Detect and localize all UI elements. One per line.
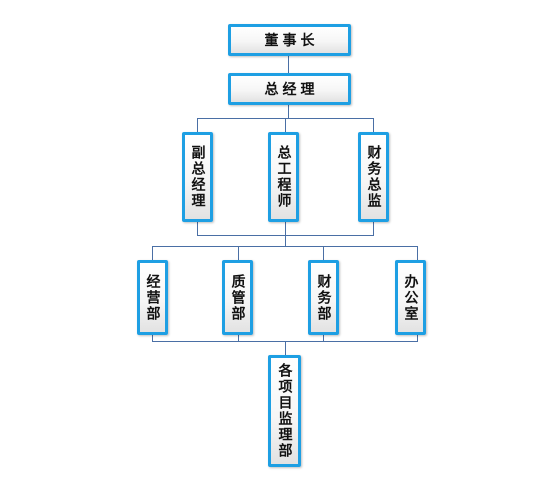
node-finance-dept-label: 财务部 — [315, 273, 332, 322]
connector-dept2-bottom — [238, 334, 239, 341]
connector-project-top — [285, 341, 286, 356]
node-chairman-label: 董事长 — [264, 33, 319, 49]
node-operations-dept-label: 经营部 — [144, 273, 161, 322]
node-deputy-gm-label: 副总经理 — [189, 145, 206, 209]
node-cfo-label: 财务总监 — [365, 145, 382, 209]
connector-dept3-bottom — [323, 334, 324, 341]
connector-dept4-bottom — [417, 334, 418, 341]
connector-dept1-top — [152, 246, 153, 261]
node-office[interactable]: 办公室 — [395, 260, 426, 335]
connector-gm-down — [288, 104, 289, 118]
node-general-manager-label: 总经理 — [264, 82, 319, 98]
connector-vp1-top — [197, 118, 198, 133]
node-chairman[interactable]: 董事长 — [228, 24, 351, 56]
connector-vp2-top — [285, 118, 286, 133]
node-finance-dept[interactable]: 财务部 — [308, 260, 339, 335]
node-office-label: 办公室 — [402, 273, 419, 322]
connector-vp1-bottom — [197, 221, 198, 235]
connector-vp2-bottom — [285, 221, 286, 246]
connector-vp3-top — [373, 118, 374, 133]
node-chief-engineer-label: 总工程师 — [275, 145, 292, 209]
connector-dept4-top — [417, 246, 418, 261]
node-project-supervision-dept-label: 各项目监理部 — [276, 363, 293, 459]
connector-dept1-bottom — [152, 334, 153, 341]
connector-vp3-bottom — [373, 221, 374, 235]
node-project-supervision-dept[interactable]: 各项目监理部 — [268, 355, 301, 467]
connector-chairman-gm — [288, 55, 289, 74]
node-quality-dept-label: 质管部 — [229, 273, 246, 322]
connector-dept-top-bar — [152, 246, 418, 247]
node-general-manager[interactable]: 总经理 — [228, 73, 351, 105]
node-chief-engineer[interactable]: 总工程师 — [268, 132, 299, 222]
node-deputy-gm[interactable]: 副总经理 — [182, 132, 213, 222]
connector-vp-bottom-bar — [197, 235, 374, 236]
node-quality-dept[interactable]: 质管部 — [222, 260, 253, 335]
connector-dept3-top — [323, 246, 324, 261]
node-operations-dept[interactable]: 经营部 — [137, 260, 168, 335]
node-cfo[interactable]: 财务总监 — [358, 132, 389, 222]
connector-dept2-top — [238, 246, 239, 261]
